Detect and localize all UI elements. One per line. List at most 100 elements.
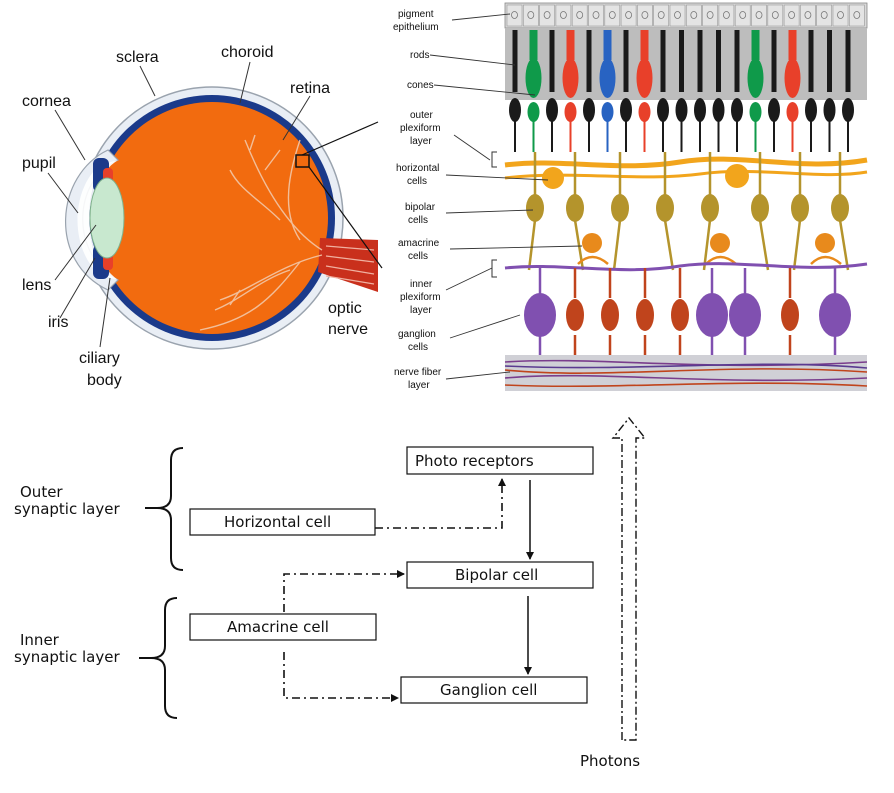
rod-outer-segment bbox=[549, 30, 555, 92]
rod-body bbox=[583, 98, 595, 122]
pigment-nucleus bbox=[739, 11, 747, 19]
horizontal-cell-body-1 bbox=[542, 167, 564, 189]
arrow-amacrine-to-bipolar bbox=[283, 570, 405, 612]
retina-layers: pigment epithelium rods cones outer plex… bbox=[393, 2, 868, 391]
bipolar-axon bbox=[612, 219, 622, 271]
pigment-nucleus bbox=[820, 11, 828, 19]
rod-body bbox=[675, 98, 688, 122]
cone-inner-segment bbox=[599, 58, 616, 98]
label-pigment-1: pigment bbox=[398, 9, 434, 20]
pigment-cell bbox=[571, 4, 588, 27]
cone-nucleus bbox=[638, 102, 651, 122]
pigment-cell bbox=[637, 4, 653, 27]
pigment-nucleus bbox=[527, 11, 535, 19]
label-ipl-2: plexiform bbox=[400, 292, 441, 303]
pigment-nucleus bbox=[723, 11, 730, 19]
amacrine-soma bbox=[710, 233, 730, 253]
pigment-nucleus bbox=[837, 11, 844, 19]
label-inner-layer-1: Inner bbox=[20, 631, 60, 649]
label-ipl-3: layer bbox=[410, 305, 432, 316]
rod-body bbox=[509, 98, 521, 122]
ganglion-cell-label: Ganglion cell bbox=[440, 681, 537, 699]
ganglion-soma bbox=[601, 299, 619, 331]
rod-body bbox=[842, 98, 854, 122]
pigment-cell bbox=[522, 4, 539, 27]
cone-nucleus bbox=[786, 102, 799, 122]
label-cones: cones bbox=[407, 80, 434, 91]
amacrine-process bbox=[810, 255, 842, 265]
pigment-cell bbox=[767, 4, 784, 27]
cone-outer-segment bbox=[529, 30, 538, 60]
label-bipolar-2: cells bbox=[408, 215, 428, 226]
label-outer-layer-2: synaptic layer bbox=[14, 500, 120, 518]
anterior-chamber bbox=[77, 160, 118, 280]
rod-body bbox=[546, 98, 558, 122]
amacrine-cell-box bbox=[189, 613, 377, 641]
cone-outer-segment bbox=[603, 30, 612, 60]
rod-outer-segment bbox=[586, 30, 592, 92]
label-rods: rods bbox=[410, 50, 429, 61]
pigment-cells bbox=[506, 4, 865, 27]
ganglion-soma bbox=[671, 299, 689, 331]
label-optic-line2: nerve bbox=[328, 321, 368, 338]
label-inner-layer-2: synaptic layer bbox=[14, 648, 120, 666]
label-horiz-2: cells bbox=[407, 176, 427, 187]
label-ciliary-line2: body bbox=[87, 372, 122, 389]
rod-body bbox=[657, 98, 669, 122]
label-ganglion-2: cells bbox=[408, 342, 428, 353]
photon-hollow-arrow bbox=[611, 416, 647, 741]
optic-nerve-shape bbox=[318, 238, 378, 292]
photoreceptors bbox=[509, 30, 854, 152]
arrow-amacrine-to-ganglion bbox=[283, 652, 399, 702]
rod-outer-segment bbox=[808, 30, 814, 92]
cone-nucleus bbox=[564, 102, 577, 122]
cone-outer-segment bbox=[640, 30, 649, 60]
cone-inner-segment bbox=[747, 58, 764, 98]
label-opl-1: outer bbox=[410, 110, 433, 121]
rod-outer-segment bbox=[771, 30, 777, 92]
cone-inner-segment bbox=[636, 58, 653, 98]
label-lens: lens bbox=[22, 277, 51, 294]
bipolar-soma bbox=[751, 194, 769, 222]
horizontal-cell-box bbox=[189, 508, 376, 536]
label-ipl-1: inner bbox=[410, 279, 433, 290]
bipolar-axon bbox=[792, 219, 802, 271]
amacrine-process bbox=[577, 255, 609, 265]
rod-body bbox=[823, 98, 836, 122]
bipolar-soma bbox=[656, 194, 674, 222]
cone-inner-segment bbox=[784, 58, 801, 98]
pigment-cell bbox=[685, 4, 702, 27]
pigment-nucleus bbox=[543, 11, 551, 19]
pigment-cell bbox=[506, 4, 523, 27]
eye-leader-lines bbox=[47, 61, 311, 348]
eye-cross-section: sclera choroid retina cornea pupil lens … bbox=[22, 44, 383, 389]
cone-outer-segment bbox=[566, 30, 575, 60]
opl-bracket bbox=[491, 151, 497, 168]
label-retina: retina bbox=[290, 80, 330, 97]
pigment-nucleus bbox=[511, 11, 518, 19]
ganglion-cells bbox=[524, 268, 851, 358]
bipolar-soma bbox=[526, 194, 544, 222]
ganglion-soma bbox=[781, 299, 799, 331]
pigment-nucleus bbox=[576, 11, 584, 19]
horizontal-cell-label: Horizontal cell bbox=[224, 513, 331, 531]
pigment-nucleus bbox=[788, 11, 795, 19]
bipolar-soma bbox=[831, 194, 849, 222]
photons-label: Photons bbox=[580, 752, 640, 770]
optic-nerve-stripes bbox=[325, 245, 375, 285]
rod-body bbox=[731, 98, 743, 122]
label-iris: iris bbox=[48, 314, 68, 331]
pigment-nucleus bbox=[625, 11, 632, 19]
rod-outer-segment bbox=[827, 30, 832, 92]
label-ganglion-1: ganglion bbox=[398, 329, 436, 340]
ganglion-cell-box bbox=[400, 676, 588, 704]
rod-outer-segment bbox=[734, 30, 740, 92]
pigment-cell bbox=[555, 4, 572, 27]
arrow-horizontal-to-photoreceptors bbox=[375, 478, 506, 529]
pigment-nucleus bbox=[804, 11, 812, 19]
bipolar-cell-label: Bipolar cell bbox=[455, 566, 538, 584]
pigment-cell bbox=[702, 4, 718, 27]
pigment-nucleus bbox=[706, 11, 714, 19]
horizontal-cell-processes bbox=[504, 156, 868, 169]
pigment-nucleus bbox=[674, 11, 681, 19]
